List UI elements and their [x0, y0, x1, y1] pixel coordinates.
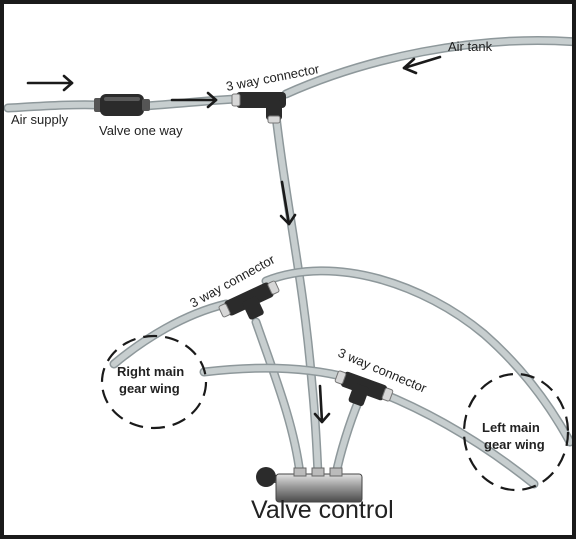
- tubing: [4, 36, 572, 489]
- flow-arrows: [26, 55, 442, 424]
- connector-mid: [218, 280, 280, 320]
- valve-control-block: [256, 467, 363, 503]
- arrow-down-icon: [313, 384, 331, 424]
- arrow-right-icon: [26, 74, 74, 92]
- pneumatic-diagram: Air supply Valve one way 3 way connector…: [4, 36, 572, 524]
- label-right-main-gear-wing-2: gear wing: [119, 381, 180, 396]
- label-left-main-gear-wing-2: gear wing: [484, 437, 545, 452]
- arrow-down-icon: [279, 180, 297, 226]
- right-gear-tube: [109, 299, 231, 369]
- label-left-main-gear-wing-1: Left main: [482, 420, 540, 435]
- one-way-valve: [94, 94, 150, 116]
- label-air-supply: Air supply: [11, 112, 69, 127]
- label-valve-one-way: Valve one way: [99, 123, 183, 138]
- label-valve-control: Valve control: [251, 496, 394, 524]
- connector-right: [334, 370, 394, 407]
- label-right-main-gear-wing-1: Right main: [117, 364, 184, 379]
- label-air-tank: Air tank: [448, 39, 493, 54]
- arrow-left-icon: [402, 55, 442, 75]
- arrow-right-icon: [170, 91, 218, 109]
- left-main-gear-wing-circle: [462, 372, 570, 492]
- right-main-gear-wing-circle: [100, 334, 208, 430]
- connector-top: [231, 92, 286, 124]
